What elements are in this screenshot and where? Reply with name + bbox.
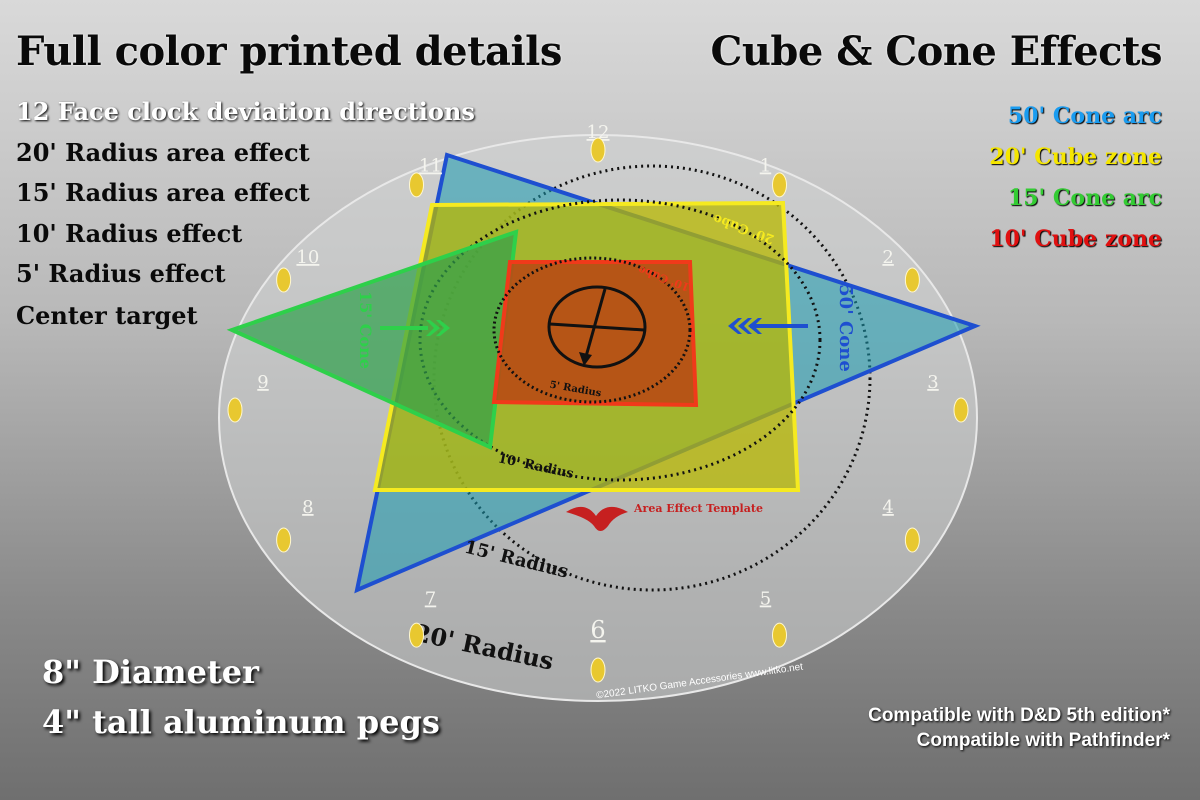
legend-item: 15' Cone arc xyxy=(1007,185,1162,211)
radius-5-ring xyxy=(492,256,692,404)
legend-item: 20' Cube zone xyxy=(989,144,1162,170)
direction-peg-icon xyxy=(590,657,606,683)
clock-number-4: 4 xyxy=(882,497,893,518)
clock-number-5: 5 xyxy=(760,589,771,610)
brand-text: Area Effect Template xyxy=(633,502,763,515)
direction-peg-icon xyxy=(904,267,920,293)
compatibility: Compatible with D&D 5th edition* Compati… xyxy=(868,703,1170,753)
cone-15-label: 15' Cone xyxy=(356,291,375,369)
direction-peg-icon xyxy=(590,137,606,163)
cone-50-label: 50' Cone xyxy=(835,284,856,372)
heading-left: Full color printed details xyxy=(16,28,562,75)
spec-pegs: 4" tall aluminum pegs xyxy=(42,703,440,741)
legend-item: 10' Cube zone xyxy=(989,226,1162,252)
clock-number-2: 2 xyxy=(882,247,893,268)
direction-peg-icon xyxy=(276,267,292,293)
radius-20-ring xyxy=(432,164,872,592)
clock-number-8: 8 xyxy=(302,497,313,518)
direction-peg-icon xyxy=(953,397,969,423)
dragon-logo-icon xyxy=(566,506,628,531)
direction-peg-icon xyxy=(409,622,424,648)
spec-diameter: 8" Diameter xyxy=(42,653,259,691)
feature-item: Center target xyxy=(16,301,198,330)
direction-peg-icon xyxy=(227,397,243,423)
feature-item: 15' Radius area effect xyxy=(16,178,310,207)
clock-number-7: 7 xyxy=(425,589,436,610)
feature-item: 20' Radius area effect xyxy=(16,138,310,167)
feature-item: 10' Radius effect xyxy=(16,219,243,248)
legend-item: 50' Cone arc xyxy=(1007,103,1162,129)
heading-right: Cube & Cone Effects xyxy=(710,28,1163,75)
clock-number-12: 12 xyxy=(587,122,610,143)
cone-50-arrow-icon xyxy=(728,318,808,334)
radius-15-ring xyxy=(418,198,822,482)
clock-number-6: 6 xyxy=(590,616,605,644)
cube-10-zone xyxy=(491,260,699,408)
feature-item: 5' Radius effect xyxy=(16,259,226,288)
compat-pathfinder: Compatible with Pathfinder* xyxy=(916,730,1170,751)
clock-number-1: 1 xyxy=(760,155,771,176)
clock-number-9: 9 xyxy=(257,372,268,393)
clock-number-11: 11 xyxy=(419,155,442,176)
compat-dnd: Compatible with D&D 5th edition* xyxy=(868,705,1170,726)
feature-item: 12 Face clock deviation directions xyxy=(16,97,475,126)
direction-peg-icon xyxy=(409,172,424,198)
legend: 50' Cone arc 20' Cube zone 15' Cone arc … xyxy=(989,96,1162,260)
clock-number-3: 3 xyxy=(927,372,938,393)
direction-peg-icon xyxy=(772,172,787,198)
cone-15-arrow-icon xyxy=(380,320,450,336)
direction-peg-icon xyxy=(276,527,292,553)
direction-peg-icon xyxy=(772,622,787,648)
center-target-icon xyxy=(547,285,647,369)
clock-number-10: 10 xyxy=(296,247,319,268)
direction-peg-icon xyxy=(904,527,920,553)
